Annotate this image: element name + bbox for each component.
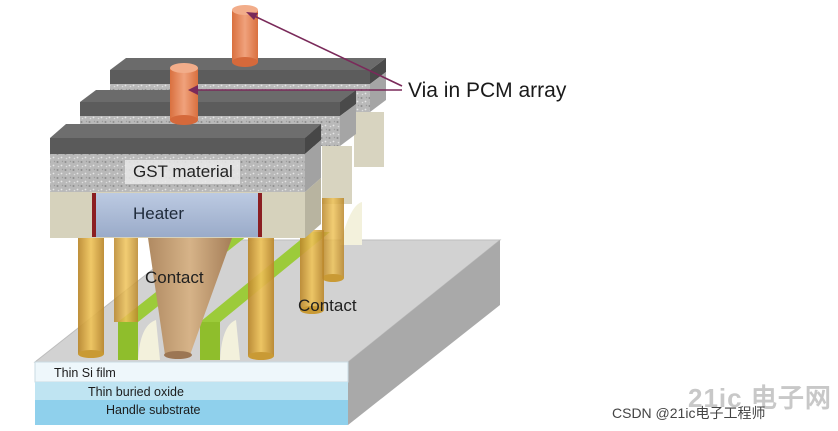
gst-label-box [125,160,240,184]
heater-label: Heater [133,204,185,223]
white-spacer [220,320,240,360]
gst-cap-top [50,124,321,138]
heater-edge-left [92,193,96,237]
contact-pillar [300,230,324,310]
contact-pillar [114,238,138,322]
via-front-top [170,63,198,73]
cell-front [50,124,321,238]
via-back-bottom [232,57,258,67]
contact-label-right: Contact [298,296,357,315]
heater-edge-right [258,193,262,237]
contact-pillar-base [78,350,104,358]
substrate-right-side [348,240,500,425]
thin-si-film-label: Thin Si film [54,366,116,380]
via-front-bottom [170,115,198,125]
handle-substrate-label: Handle substrate [106,403,201,417]
gst-cap-side [370,58,386,84]
arrow-line-top [249,13,403,87]
contact-wedge-base [164,351,192,359]
handle-substrate-layer [35,400,348,425]
white-spacer [340,202,362,245]
green-spacer [200,322,220,360]
buried-oxide-layer [35,382,348,400]
heater-block [354,112,384,167]
arrow-head-top [246,12,258,20]
via-arrows [188,12,403,95]
contact-pillars-front [78,238,274,360]
gst-cap-side [305,124,321,154]
gst-layer-side [340,104,356,146]
gst-cap-top [80,90,356,102]
gst-layer-side [370,72,386,112]
contact-pillars-back [300,198,344,314]
gst-cap-front [110,70,370,84]
contact-pillar-base [322,274,344,282]
watermark-logo: 21ic 电子网 [688,383,832,413]
contact-pillar-base [248,352,274,360]
gst-material-label: GST material [133,162,233,181]
heater-core [95,193,260,237]
contact-pillar [248,238,274,356]
contact-label-left: Contact [145,268,204,287]
contact-pillar [78,238,104,354]
via-front [170,68,198,120]
gst-cap-side [340,90,356,116]
white-spacer [138,320,160,360]
green-spacer [118,322,138,360]
contact-pillar [322,198,344,278]
buried-oxide-label: Thin buried oxide [88,385,184,399]
arrow-head-bottom [188,85,198,95]
via-label: Via in PCM array [408,79,567,102]
gst-cap-front [50,138,305,154]
contact-pillar-base [300,306,324,314]
gst-layer-side [305,140,321,192]
heater-block [322,146,352,204]
watermark-text: CSDN @21ic电子工程师 [612,405,766,421]
gst-cap-front [80,102,340,116]
contact-wedge [148,238,232,355]
heater-frame-side [305,178,321,238]
